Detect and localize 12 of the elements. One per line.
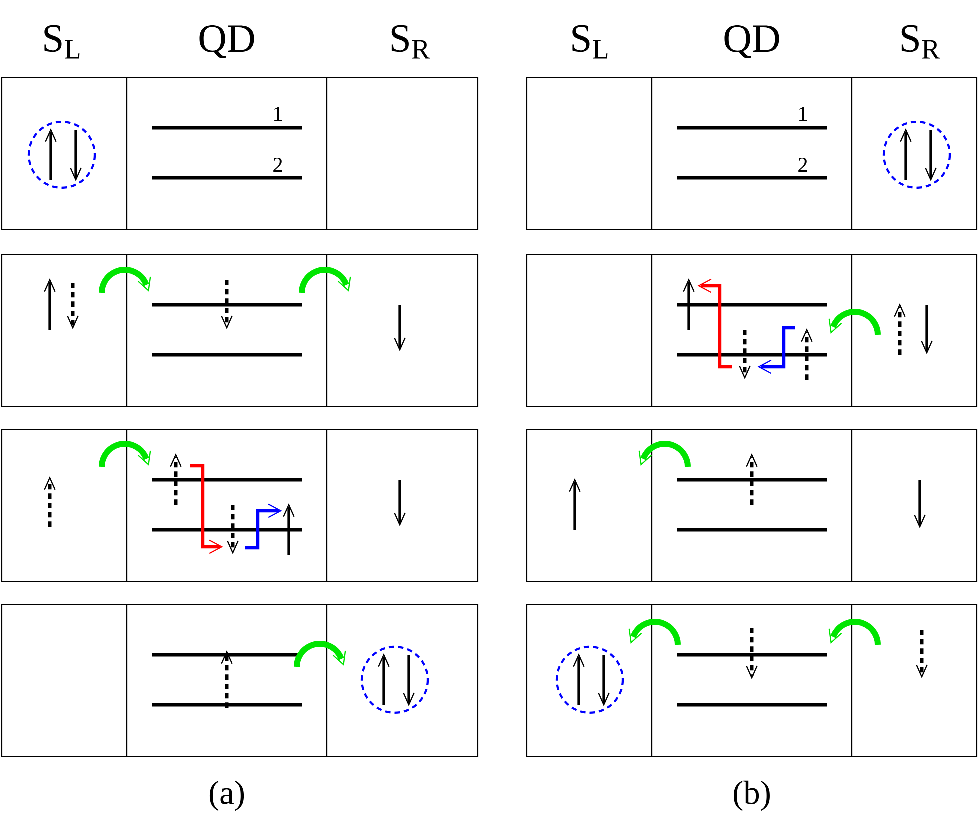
level-number: 1 [800, 106, 808, 122]
level-number: 1 [274, 106, 282, 122]
panel-caption: (a) [210, 780, 244, 812]
panel-caption: (b) [734, 780, 770, 812]
level-number: 2 [798, 158, 808, 172]
level-number: 2 [274, 158, 282, 172]
header-label: S$_{R}$ [902, 25, 940, 59]
header-label: S$_{L}$ [572, 25, 608, 59]
header-label: S$_{L}$ [44, 25, 80, 59]
header-label: S$_{R}$ [392, 25, 430, 59]
header-label: QD [200, 26, 254, 58]
header-label: QD [724, 26, 780, 58]
